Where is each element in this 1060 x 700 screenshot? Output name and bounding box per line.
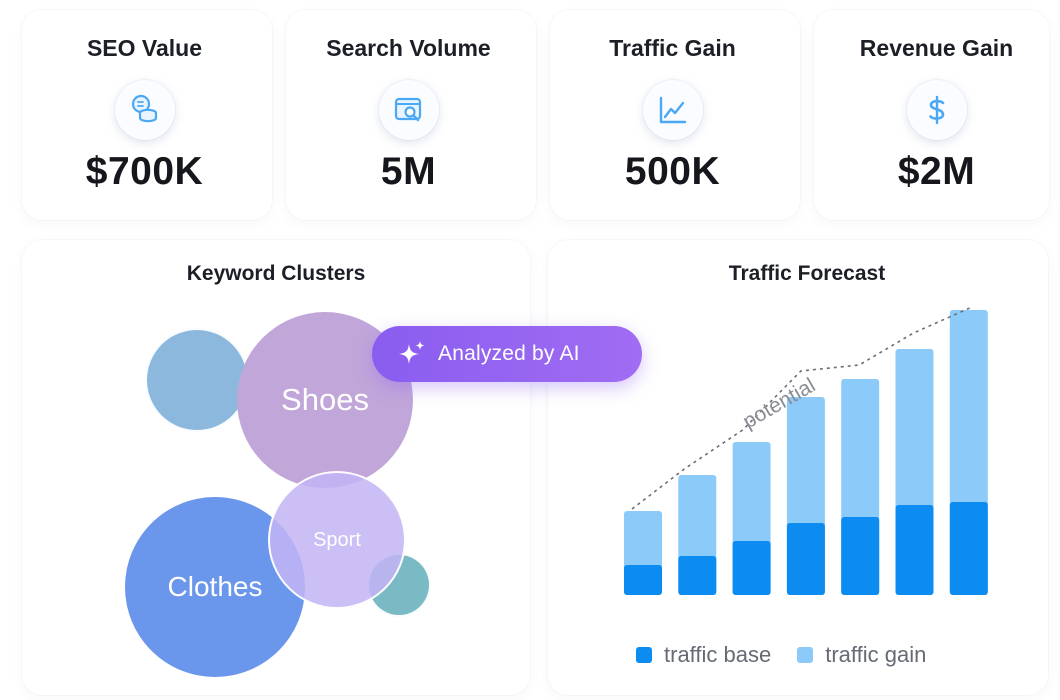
metric-value: $700K	[85, 150, 204, 193]
keyword-clusters-title: Keyword Clusters	[186, 262, 366, 285]
cluster-label-shoes: Shoes	[281, 382, 369, 417]
legend-item-gain: traffic gain	[797, 642, 926, 668]
chart-legend: traffic base traffic gain	[636, 642, 926, 668]
analyzed-by-ai-badge: Analyzed by AI	[372, 326, 642, 382]
legend-label-base: traffic base	[664, 642, 772, 667]
trend-chart-icon	[642, 80, 703, 140]
cluster-bubble-blue[interactable]	[145, 328, 249, 432]
cluster-label-sport: Sport	[313, 528, 361, 551]
sparkles-icon	[396, 338, 428, 370]
cluster-bubble-sport[interactable]: Sport	[268, 471, 406, 609]
metric-label: SEO Value	[86, 35, 203, 61]
bar-traffic-base	[624, 565, 662, 595]
traffic-forecast-title: Traffic Forecast	[728, 262, 886, 285]
legend-label-gain: traffic gain	[825, 642, 927, 667]
legend-swatch-gain	[797, 647, 814, 663]
legend-swatch-base	[636, 647, 652, 663]
metric-label: Revenue Gain	[859, 35, 1014, 61]
bar-traffic-base	[732, 541, 771, 595]
ai-badge-label: Analyzed by AI	[438, 342, 580, 365]
legend-item-base: traffic base	[636, 642, 771, 668]
metric-card-traffic-gain: Traffic Gain 500K	[540, 0, 805, 220]
bar-traffic-base	[841, 517, 880, 595]
search-window-icon	[378, 80, 439, 140]
metric-card-seo-value: SEO Value $700K	[12, 0, 277, 220]
coins-icon	[114, 80, 175, 140]
metric-label: Traffic Gain	[609, 35, 736, 61]
metric-card-search-volume: Search Volume 5M	[276, 0, 541, 220]
bar-traffic-base	[786, 523, 825, 595]
metric-value: $2M	[897, 150, 976, 193]
cluster-label-clothes: Clothes	[167, 571, 263, 602]
metric-card-revenue-gain: Revenue Gain $2M	[804, 0, 1060, 220]
metric-label: Search Volume	[326, 35, 491, 61]
metric-value: 5M	[380, 150, 437, 193]
bar-traffic-base	[678, 556, 717, 595]
metric-value: 500K	[624, 150, 721, 193]
dollar-icon	[906, 80, 967, 140]
bar-traffic-base	[949, 502, 988, 595]
potential-trend-line	[631, 307, 971, 510]
traffic-forecast-chart: potential	[624, 307, 988, 595]
bar-traffic-base	[895, 505, 934, 595]
